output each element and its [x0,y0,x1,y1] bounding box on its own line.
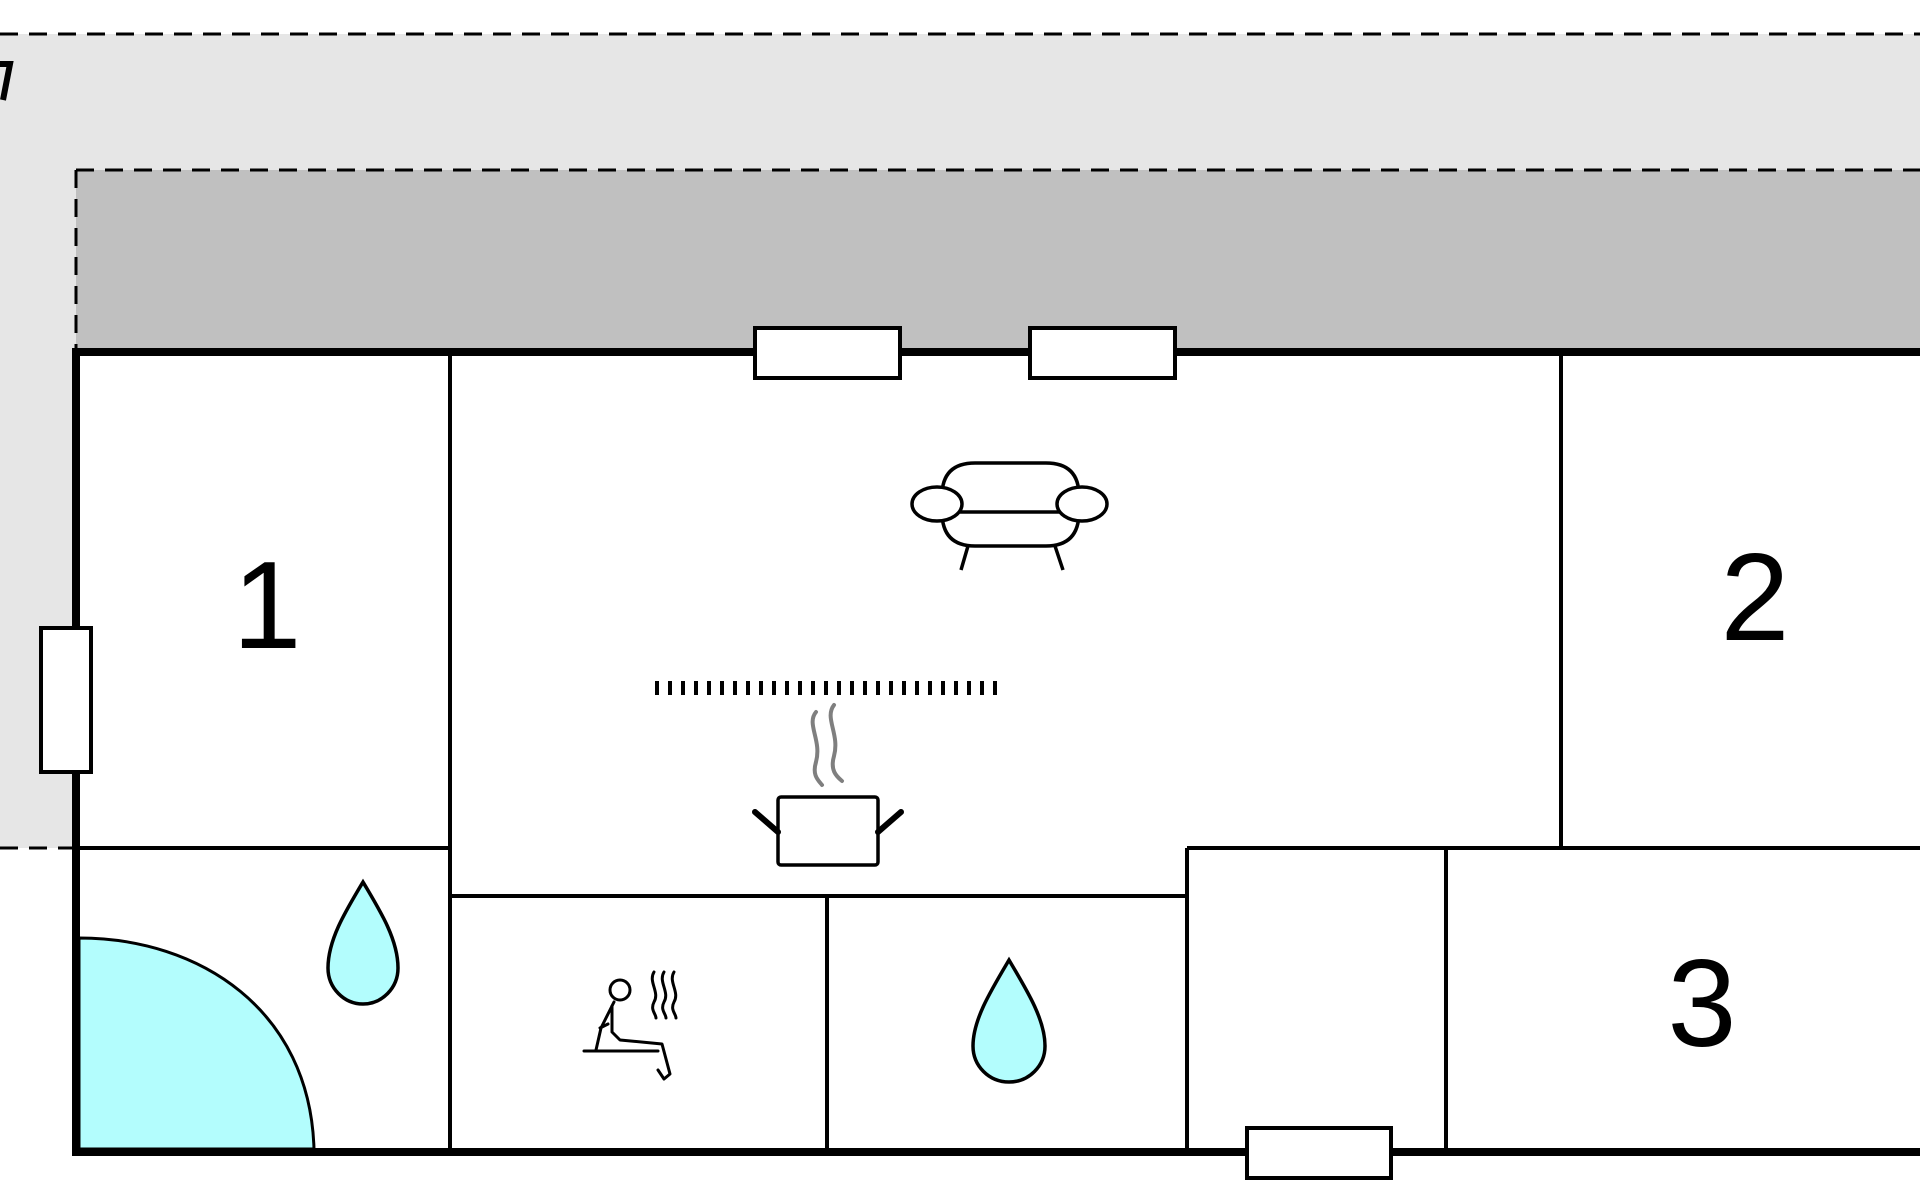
sofa-icon [910,461,1109,571]
outer-terrace [0,32,1920,850]
window-top-right [1028,326,1177,380]
water-drop-icon [971,956,1047,1084]
interior-walls [76,352,1920,1152]
sauna-icon [582,970,678,1081]
window-left [39,626,93,774]
whirlpool-icon [77,936,316,1151]
room-3-label: 3 [1668,935,1737,1073]
room-2-label: 2 [1721,529,1790,667]
window-bottom [1245,1126,1393,1180]
window-top-left [753,326,902,380]
room-1-label: 1 [233,537,302,675]
covered-terrace [74,168,1920,352]
cooking-pot-icon [752,703,904,867]
water-drop-icon [326,878,400,1006]
cut-off-label-fragment [0,61,14,101]
